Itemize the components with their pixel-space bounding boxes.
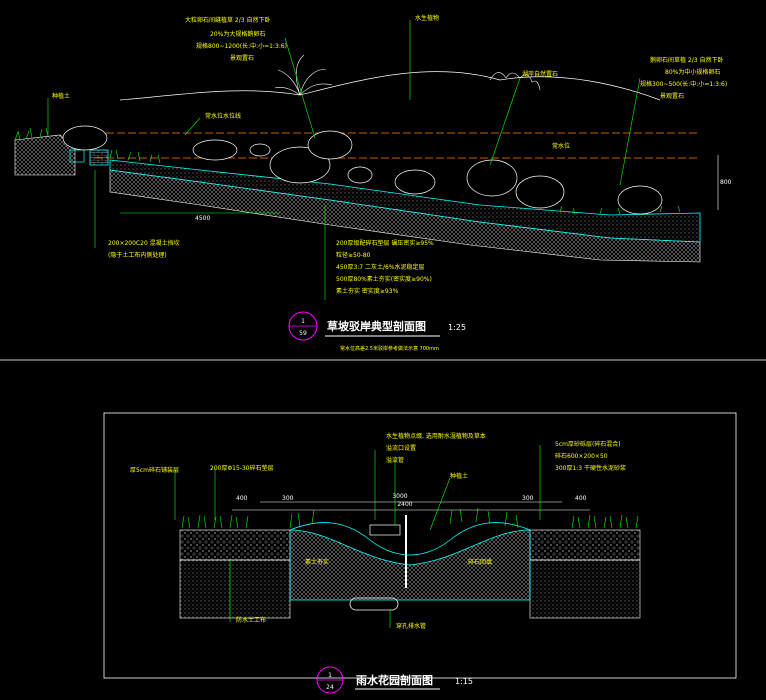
callout-layer-1: 200厚级配碎石垫层 碾压密实≥95%: [336, 239, 434, 247]
basin-section: [289, 529, 531, 601]
water-level-label: 常水位: [552, 142, 570, 150]
leaders-1: [47, 20, 641, 300]
callout-layer-2: 粒径≥50-80: [336, 251, 371, 259]
perforated-pipe: [349, 597, 399, 611]
callout-top-left-3: 规格800~1200(长:中:小=1:3:6): [196, 42, 287, 50]
height-dimension-text: 800: [720, 179, 732, 186]
callout-left-2: 常水位水位线: [205, 112, 241, 120]
fill-label-left: 素土夯实: [305, 558, 329, 566]
callout-top-2: 溢流口设置: [386, 444, 416, 452]
planting-mound: [289, 522, 531, 556]
callout-left-1: 种植土: [52, 92, 70, 100]
callout-center: 种植土: [450, 472, 468, 480]
ref-number: 1: [301, 318, 305, 325]
background-hill-line: [119, 71, 661, 101]
callout-right-2: 碎石600×200×50: [555, 452, 608, 460]
dim-left-inner: 300: [282, 495, 294, 502]
rocks-group: [62, 125, 663, 215]
callout-top-left-1: 大粒卵石间缝植草 2/3 自然下卧: [185, 16, 270, 24]
callout-bottom-center: 穿孔排水管: [396, 622, 426, 630]
dim-top-total: 3000: [392, 493, 407, 500]
section-1-scale: 1:25: [448, 323, 466, 332]
ref-sheet: 59: [299, 330, 307, 337]
callout-left-2: 200厚Φ15-30碎石垫层: [210, 464, 274, 472]
left-base: [179, 529, 291, 561]
callout-right-3: 规格300~500(长:中:小=1:3:6): [640, 80, 727, 88]
dim-right-outer: 400: [575, 495, 587, 502]
width-dimension-text: 4500: [195, 215, 210, 222]
frame-border: [103, 412, 737, 679]
callout-right-4: 景观置石: [660, 93, 684, 100]
callout-left-1: 厚5cm碎石铺装层: [130, 466, 179, 474]
callout-top-center: 水生植物: [415, 14, 439, 22]
section-2-rain-garden: 水生植物点缀, 选用耐水湿植物及草本 溢流口设置 溢流管 种植土 5cm厚砂砾层…: [103, 412, 737, 694]
callout-top-1: 水生植物点缀, 选用耐水湿植物及草本: [386, 432, 486, 440]
dim-inner: 2400: [397, 501, 412, 508]
dim-left-outer: 400: [236, 495, 248, 502]
section-2-title: 雨水花园剖面图: [356, 673, 433, 687]
section-2-scale: 1:15: [455, 677, 473, 686]
left-subbase: [179, 559, 291, 619]
section-1-grass-bank: 大粒卵石间缝植草 2/3 自然下卧 20%为大规格鹅卵石 规格800~1200(…: [0, 14, 766, 361]
palm-plant-icon: [274, 54, 333, 96]
callout-top-left-4: 景观置石: [230, 55, 254, 62]
section-1-title: 草坡驳岸典型剖面图: [327, 319, 426, 333]
curb-small: [69, 149, 85, 163]
callout-right-2: 80%为中小规格卵石: [665, 68, 720, 76]
callout-right-1: 5cm厚砂砾层(碎石混合): [555, 440, 621, 448]
gravel-layer: [109, 159, 701, 243]
left-bank: [14, 134, 76, 176]
callout-mid-right: 湖岸自然置石: [522, 70, 558, 78]
callout-curb-2: (隐于土工布内侧处理): [108, 251, 167, 259]
callout-curb-1: 200×200C20 混凝土挡坎: [108, 239, 180, 247]
grass-top: [181, 507, 639, 529]
fill-label-right: 碎石回填: [468, 558, 492, 566]
callout-right-1: 鹅卵石间草植 2/3 自然下卧: [650, 56, 723, 64]
callout-layer-5: 素土夯实 密实度≥93%: [336, 287, 399, 295]
section-1-note: 常水位高差2.5米驳岸参考做法示意 700mm: [340, 345, 439, 352]
right-subbase: [529, 559, 641, 619]
callout-top-3: 溢流管: [386, 456, 404, 464]
concrete-curb: [89, 149, 109, 166]
dim-right-inner: 300: [522, 495, 534, 502]
right-base: [529, 529, 641, 561]
callout-right-3: 300厚1:3 干硬性水泥砂浆: [555, 464, 626, 472]
callout-layer-3: 450厚3:7 二灰土/6%水泥稳定层: [336, 263, 425, 271]
ref-sheet-2: 24: [326, 684, 334, 691]
ref-number-2: 1: [328, 672, 332, 679]
overflow-box: [369, 524, 401, 536]
leaders-2: [174, 445, 541, 628]
grass-strip: [14, 127, 681, 215]
callout-bottom-left: 防水土工布: [236, 616, 266, 624]
callout-top-left-2: 20%为大规格鹅卵石: [210, 30, 265, 38]
callout-layer-4: 500厚80%素土夯实(密实度≥90%): [336, 275, 432, 283]
